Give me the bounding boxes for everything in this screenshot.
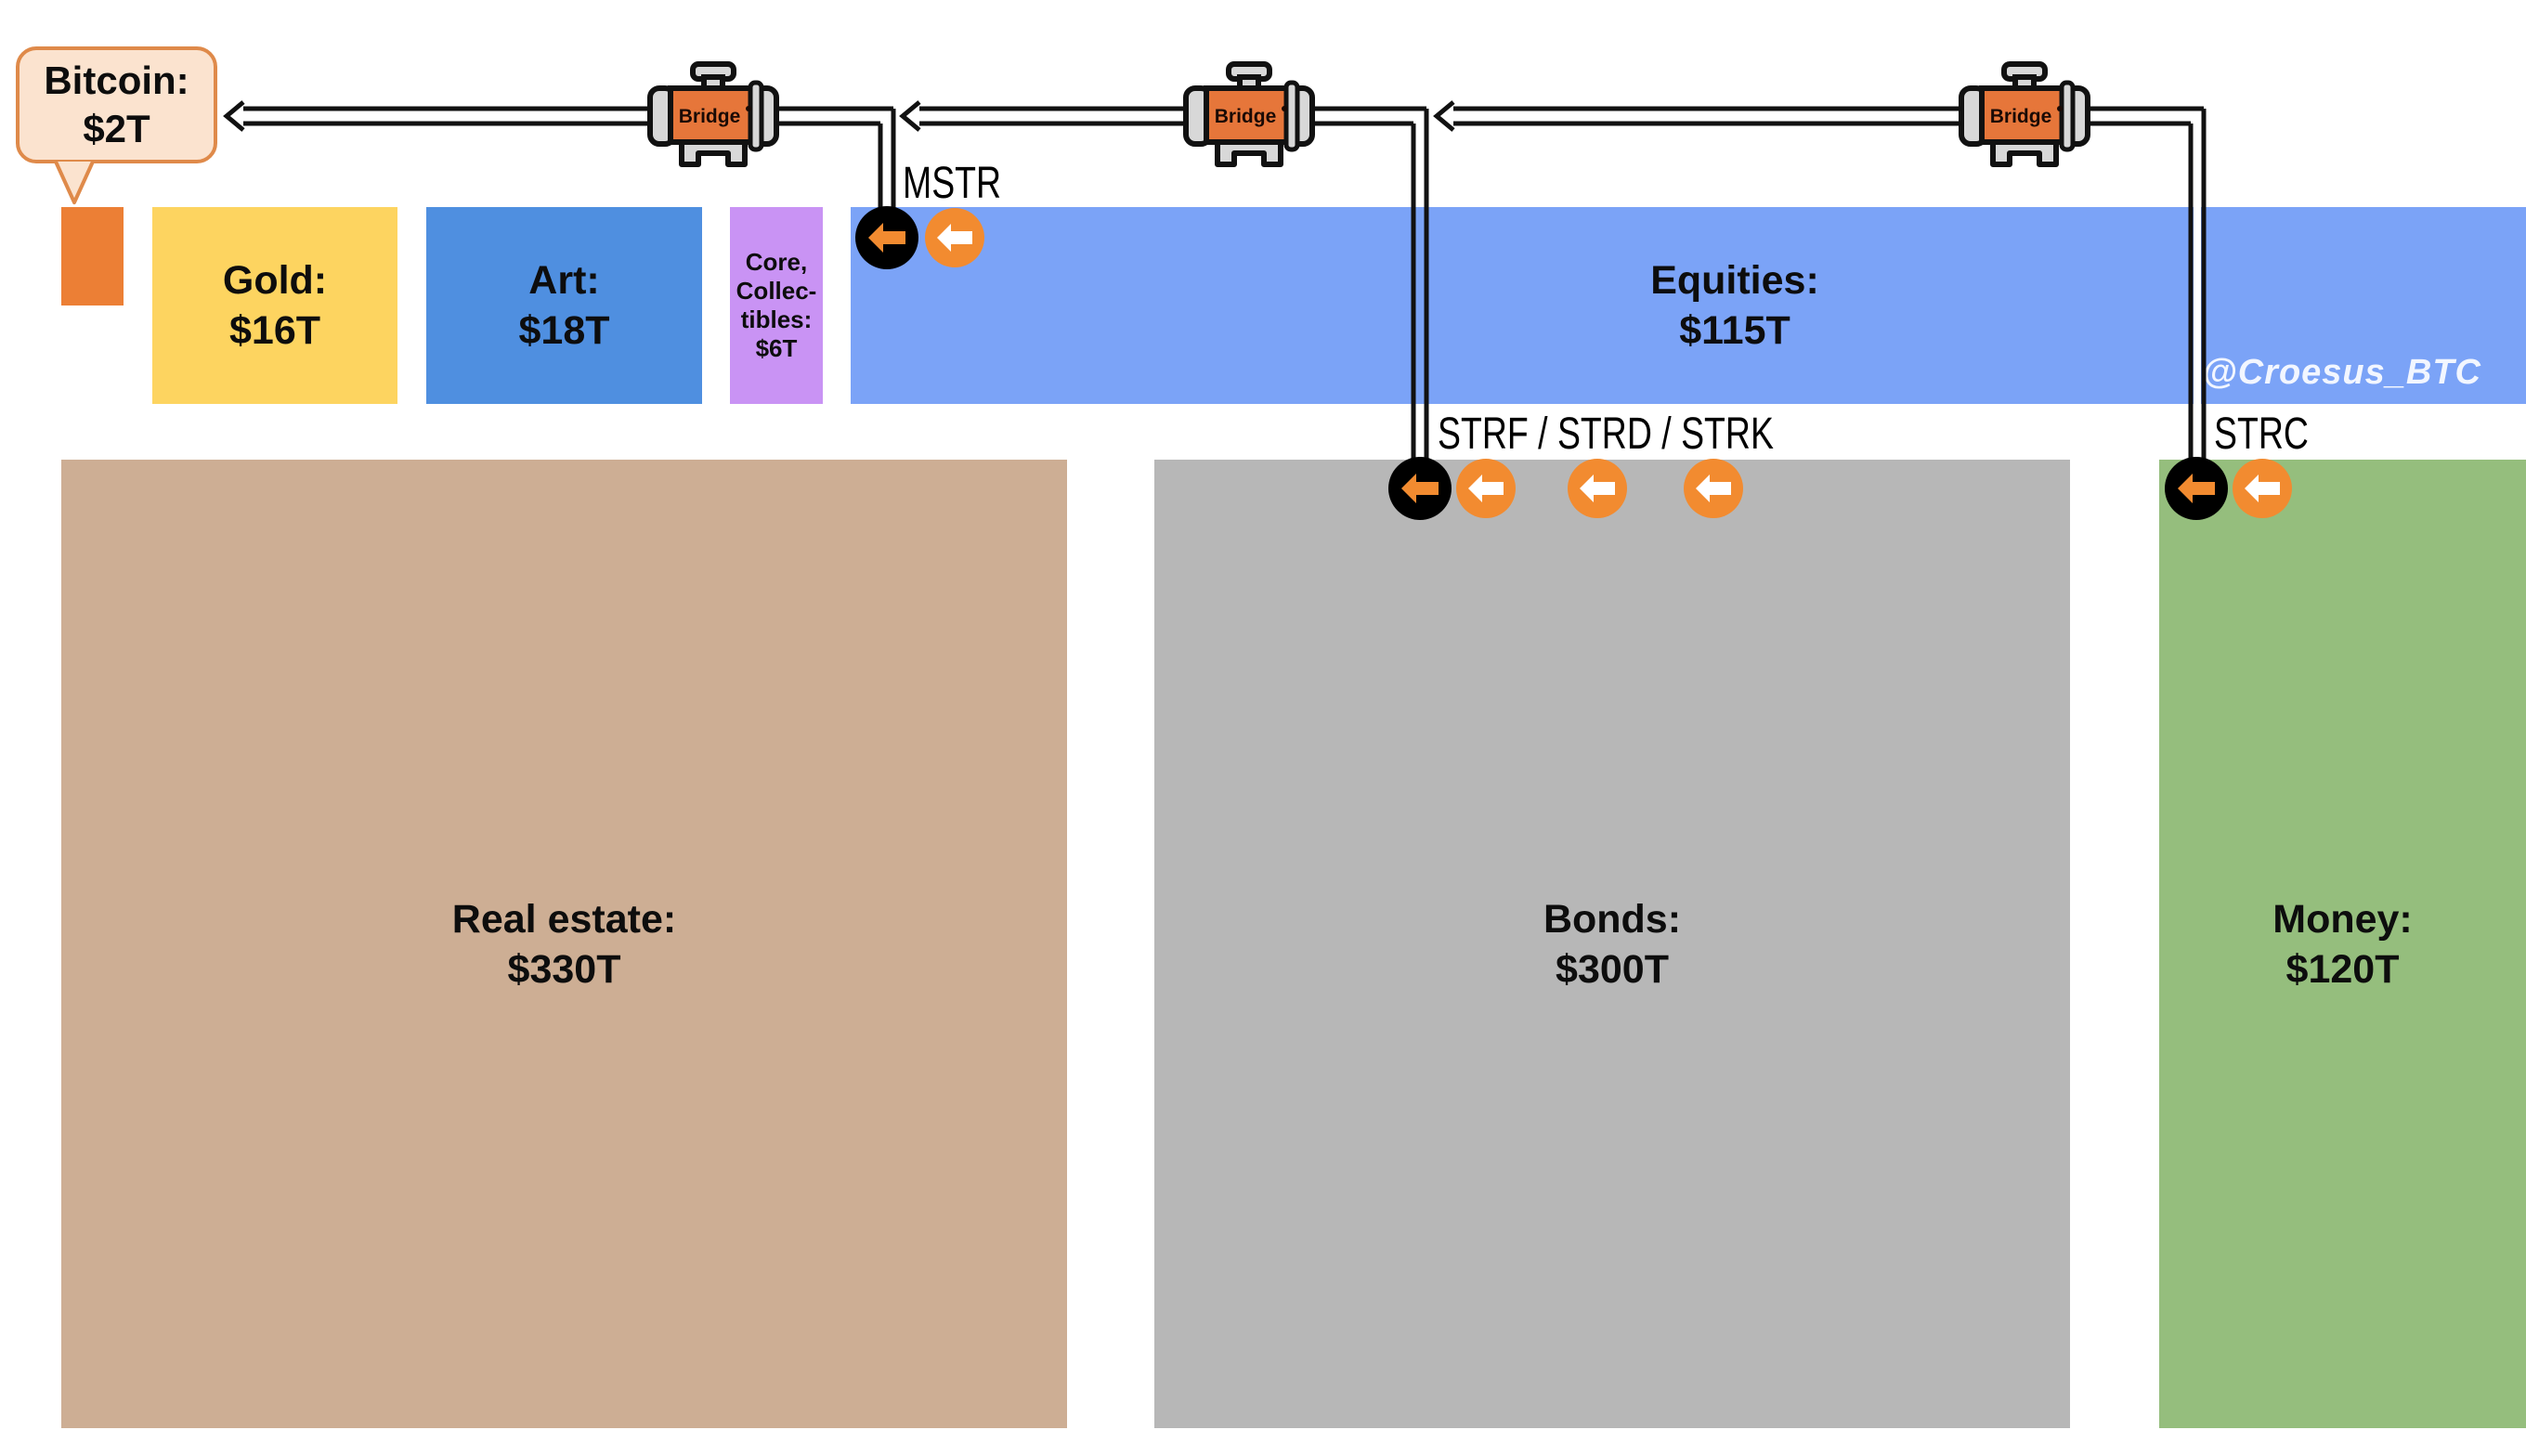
mstr-label: MSTR bbox=[903, 159, 1002, 208]
collectibles-name-line-3: tibles: bbox=[740, 306, 813, 333]
collectibles-value: $6T bbox=[755, 334, 798, 362]
strf-strd-strk-label: STRF / STRD / STRK bbox=[1438, 410, 1774, 459]
gold-name: Gold: bbox=[222, 258, 328, 303]
orange-circle-left-arrow-icon bbox=[1456, 459, 1516, 518]
real-estate-value: $330T bbox=[507, 946, 621, 992]
callout-pointer bbox=[54, 161, 95, 204]
bonds-block: Bonds: $300T bbox=[1154, 460, 2070, 1428]
gold-block: Gold: $16T bbox=[152, 207, 397, 404]
money-name: Money: bbox=[2272, 896, 2413, 942]
pipe-interior bbox=[1416, 404, 1424, 462]
watermark: @Croesus_BTC bbox=[2202, 353, 2481, 392]
bonds-name: Bonds: bbox=[1543, 896, 1682, 942]
pipe-mstr bbox=[223, 100, 896, 214]
pipe-strc bbox=[1433, 100, 2207, 462]
black-circle-left-arrow-icon bbox=[855, 206, 918, 269]
black-circle-left-arrow-icon bbox=[2165, 457, 2228, 520]
black-circle-left-arrow-icon bbox=[1388, 457, 1452, 520]
bitcoin-callout-name: Bitcoin: bbox=[44, 58, 189, 102]
orange-circle-left-arrow-icon bbox=[2233, 459, 2292, 518]
orange-circle-left-arrow-icon bbox=[925, 208, 984, 267]
orange-circle-left-arrow-icon bbox=[1568, 459, 1627, 518]
bitcoin-callout-value: $2T bbox=[83, 107, 150, 150]
pipe-strf-strd-strk bbox=[899, 100, 1429, 462]
money-block: Money: $120T bbox=[2159, 460, 2526, 1428]
collectibles-name-line-1: Core, bbox=[745, 248, 808, 276]
bonds-value: $300T bbox=[1556, 946, 1669, 992]
equities-block: Equities: $115T bbox=[851, 207, 2526, 404]
real-estate-name: Real estate: bbox=[451, 896, 677, 942]
bridge-icon-3 bbox=[1961, 64, 2088, 164]
art-value: $18T bbox=[518, 308, 610, 353]
real-estate-block: Real estate: $330T bbox=[61, 460, 1067, 1428]
strc-label: STRC bbox=[2214, 410, 2309, 459]
art-name: Art: bbox=[528, 258, 600, 303]
equities-value: $115T bbox=[1679, 308, 1790, 353]
bridge-icon-1 bbox=[650, 64, 776, 164]
bitcoin-callout: Bitcoin: $2T bbox=[16, 46, 217, 163]
art-block: Art: $18T bbox=[426, 207, 702, 404]
equities-name: Equities: bbox=[1650, 258, 1819, 303]
bridge-icon-2 bbox=[1186, 64, 1312, 164]
bitcoin-block bbox=[61, 207, 124, 306]
orange-circle-left-arrow-icon bbox=[1684, 459, 1743, 518]
collectibles-name-line-2: Collec- bbox=[736, 277, 817, 305]
gold-value: $16T bbox=[228, 308, 320, 353]
pipe-interior bbox=[2194, 207, 2201, 462]
collectibles-block: Core, Collec- tibles: $6T bbox=[730, 207, 823, 404]
money-value: $120T bbox=[2285, 946, 2400, 992]
